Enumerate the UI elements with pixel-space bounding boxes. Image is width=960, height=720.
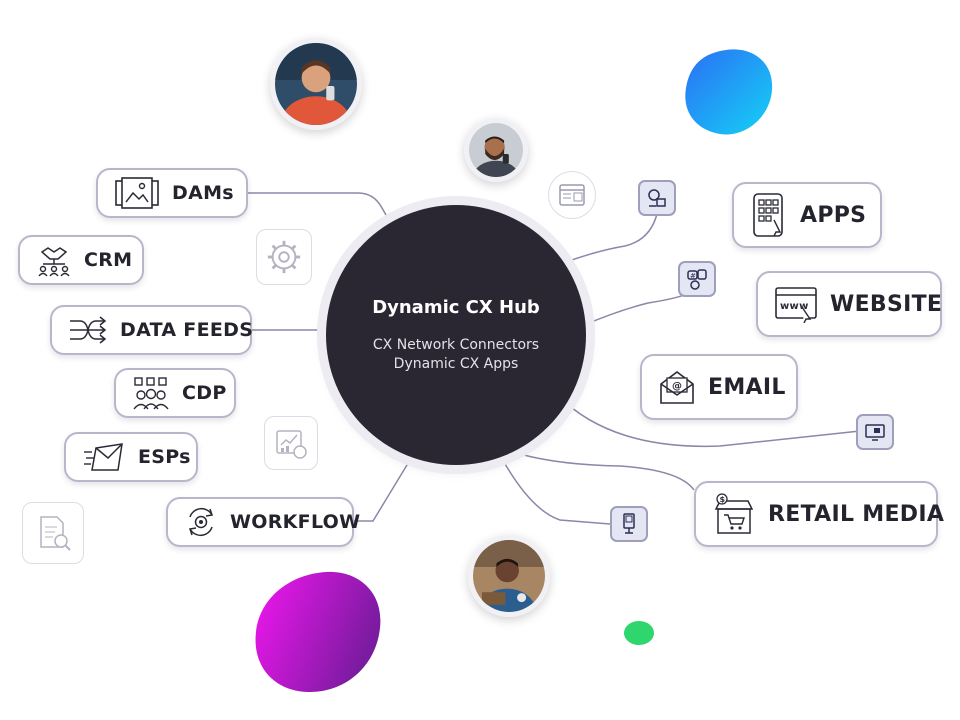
source-label-esps: ESPs (138, 446, 191, 468)
ghost-ad-window-icon (548, 171, 596, 219)
connector-retail-media (519, 453, 695, 491)
hub-title: Dynamic CX Hub (372, 296, 540, 318)
avatar-man-with-beard (464, 118, 528, 182)
source-pill-dams: DAMs (96, 168, 248, 218)
handshake-network-icon (38, 247, 70, 277)
green-dot (624, 621, 654, 645)
gear-cycle-icon (189, 507, 213, 537)
connector-workflow (354, 459, 411, 522)
mobile-apps-icon (753, 193, 783, 237)
channel-pill-retail-media: $ RETAIL MEDIA (694, 481, 944, 547)
channel-label-email: EMAIL (708, 374, 786, 400)
connector-apps-node (565, 213, 658, 263)
blue-blob (685, 49, 773, 135)
ghost-gear-icon (256, 229, 312, 285)
source-label-data-feeds: DATA FEEDS (120, 319, 254, 341)
avatar-man-with-phone (270, 38, 362, 130)
dynamic-cx-hub: Dynamic CX Hub CX Network Connectors Dyn… (326, 205, 586, 465)
channel-pill-apps: APPS (732, 182, 882, 248)
source-label-dams: DAMs (172, 182, 234, 204)
arrows-merge-icon (70, 316, 107, 344)
source-label-workflow: WORKFLOW (230, 511, 361, 533)
svg-text:@: @ (672, 381, 682, 392)
source-pill-esps: ESPs (64, 432, 198, 482)
connector-website-node (583, 291, 693, 326)
open-envelope-icon: @ (660, 371, 694, 404)
channel-pill-website: www WEBSITE (756, 271, 942, 337)
source-label-cdp: CDP (182, 382, 227, 404)
ghost-analytics-icon (264, 416, 318, 470)
browser-www-icon: www (775, 287, 817, 323)
image-gallery-icon (115, 177, 159, 209)
storefront-icon: $ (714, 493, 754, 534)
kiosk-node-icon (610, 506, 648, 542)
connector-screen-node (565, 402, 861, 448)
channel-pill-email: @ EMAIL (640, 354, 798, 420)
send-envelope-icon (84, 443, 123, 471)
source-label-crm: CRM (84, 249, 133, 271)
connector-kiosk-node (499, 454, 611, 525)
hub-subtitle-apps: Dynamic CX Apps (393, 355, 519, 372)
magenta-blob (255, 571, 381, 692)
digital-screen-node-icon (856, 414, 894, 450)
ghost-document-search-icon (22, 502, 84, 564)
svg-text:www: www (780, 301, 809, 312)
source-pill-data-feeds: DATA FEEDS (50, 305, 254, 355)
svg-text:#: # (690, 272, 696, 280)
avatar-shop-owner (468, 535, 550, 617)
connector-dams (248, 192, 391, 223)
shopping-analytics-node-icon (638, 180, 676, 216)
channel-label-retail-media: RETAIL MEDIA (768, 501, 945, 527)
source-pill-cdp: CDP (114, 368, 236, 418)
hub-subtitle-network: CX Network Connectors (372, 336, 540, 353)
svg-text:$: $ (720, 495, 726, 504)
source-pill-workflow: WORKFLOW (166, 497, 360, 547)
source-pill-crm: CRM (18, 235, 144, 285)
customer-group-icon (133, 377, 169, 410)
social-media-node-icon: # (678, 261, 716, 297)
channel-label-website: WEBSITE (830, 291, 943, 317)
channel-label-apps: APPS (800, 202, 867, 228)
